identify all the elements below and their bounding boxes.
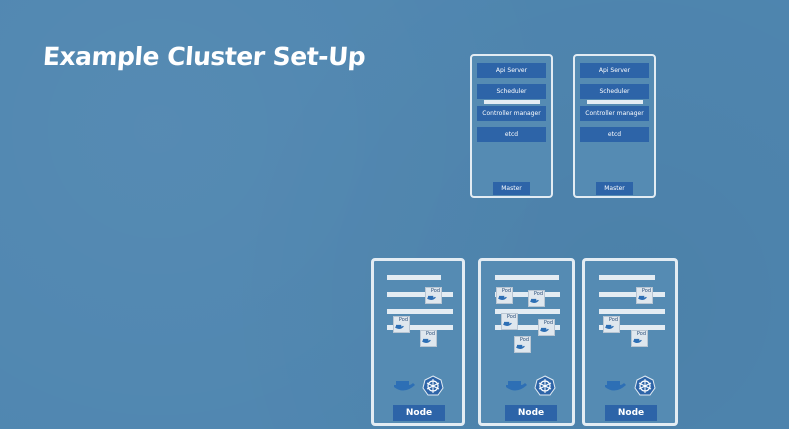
process-bar <box>387 309 453 314</box>
process-bar <box>387 275 441 280</box>
master-etcd: etcd <box>580 127 649 142</box>
process-bar <box>387 325 453 330</box>
docker-whale-icon <box>633 338 642 344</box>
process-bar <box>599 292 665 297</box>
docker-whale-icon <box>638 295 647 301</box>
pod: Pod <box>420 330 437 347</box>
pod: Pod <box>514 336 531 353</box>
node-label: Node <box>393 405 445 421</box>
kubelet-wheel-icon <box>534 375 556 396</box>
master-panel-2: Api Server Scheduler Controller manager … <box>573 54 656 198</box>
pod: Pod <box>501 313 518 330</box>
pod: Pod <box>603 316 620 333</box>
master-panel-1: Api Server Scheduler Controller manager … <box>470 54 553 198</box>
pod: Pod <box>496 287 513 304</box>
process-bar <box>495 309 560 314</box>
docker-whale-icon <box>530 298 539 304</box>
process-bar <box>599 309 665 314</box>
docker-whale-icon <box>540 327 549 333</box>
process-bar <box>495 292 560 297</box>
pod: Pod <box>631 330 648 347</box>
master-scheduler: Scheduler <box>477 84 546 99</box>
docker-whale-icon <box>422 338 431 344</box>
process-bar <box>495 325 560 330</box>
docker-whale-icon <box>394 381 415 391</box>
master-divider <box>484 100 540 104</box>
docker-whale-icon <box>395 324 404 330</box>
master-api-server: Api Server <box>580 63 649 78</box>
worker-node-panel-3: Pod Pod Pod Node <box>582 258 678 426</box>
master-divider <box>587 100 643 104</box>
process-bar <box>387 292 453 297</box>
docker-whale-icon <box>503 321 512 327</box>
pod: Pod <box>393 316 410 333</box>
node-label: Node <box>505 405 557 421</box>
worker-node-panel-2: Pod Pod Pod Pod Pod Node <box>478 258 575 426</box>
docker-whale-icon <box>516 344 525 350</box>
master-label: Master <box>596 182 633 195</box>
master-api-server: Api Server <box>477 63 546 78</box>
pod: Pod <box>528 290 545 307</box>
pod: Pod <box>636 287 653 304</box>
process-bar <box>495 275 559 280</box>
docker-whale-icon <box>506 381 527 391</box>
master-controller-manager: Controller manager <box>477 106 546 121</box>
process-bar <box>599 275 655 280</box>
pod: Pod <box>538 319 555 336</box>
worker-node-panel-1: Pod Pod Pod Node <box>371 258 465 426</box>
page-title: Example Cluster Set-Up <box>41 42 367 71</box>
docker-whale-icon <box>427 295 436 301</box>
kubelet-wheel-icon <box>422 375 444 396</box>
master-scheduler: Scheduler <box>580 84 649 99</box>
process-bar <box>599 325 665 330</box>
docker-whale-icon <box>605 324 614 330</box>
pod: Pod <box>425 287 442 304</box>
kubelet-wheel-icon <box>634 375 656 396</box>
master-label: Master <box>493 182 530 195</box>
master-controller-manager: Controller manager <box>580 106 649 121</box>
node-label: Node <box>605 405 657 421</box>
docker-whale-icon <box>498 295 507 301</box>
master-etcd: etcd <box>477 127 546 142</box>
docker-whale-icon <box>605 381 626 391</box>
